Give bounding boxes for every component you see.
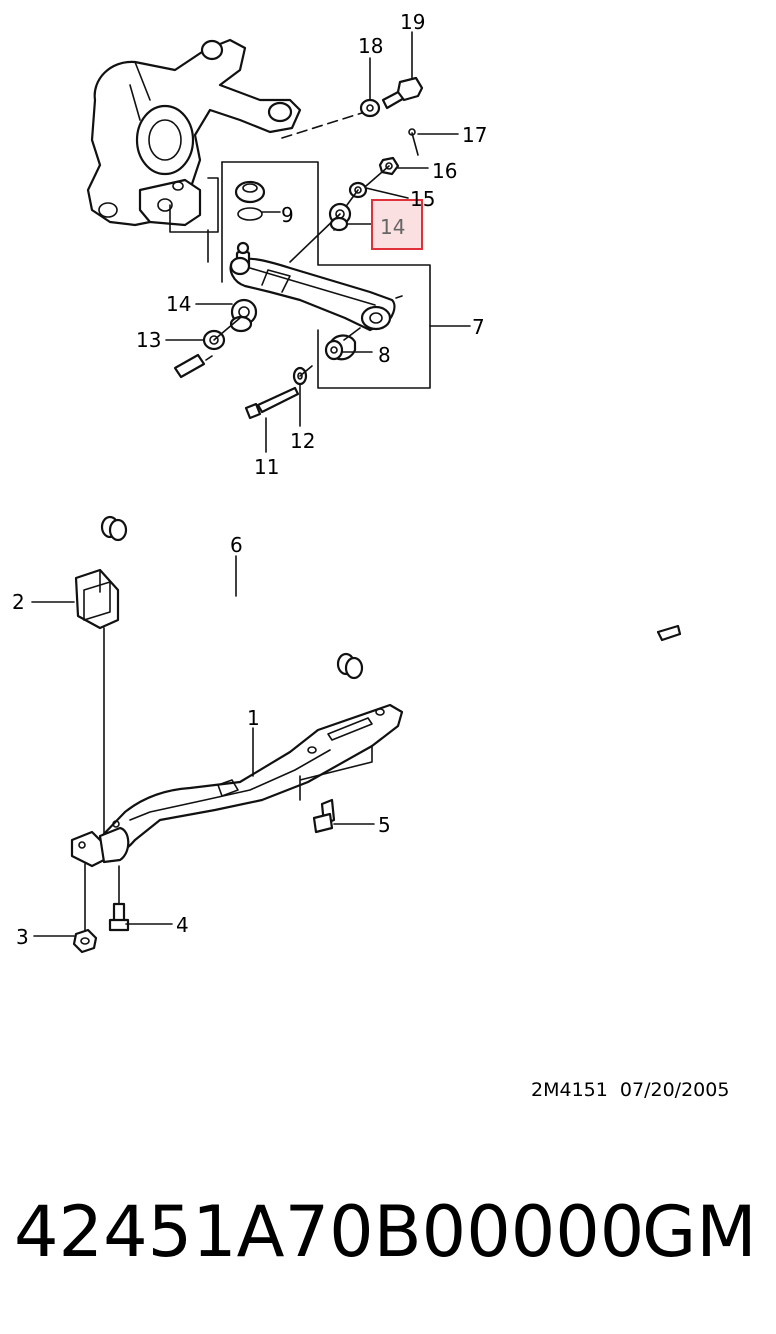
control-arm-box bbox=[221, 161, 431, 389]
bushing-14-lower bbox=[229, 298, 258, 333]
bolt-5 bbox=[312, 798, 336, 834]
nut-3 bbox=[72, 928, 98, 954]
callout-18[interactable]: 18 bbox=[358, 34, 383, 58]
callout-5[interactable]: 5 bbox=[378, 813, 391, 837]
washer-18 bbox=[359, 98, 381, 118]
callout-16[interactable]: 16 bbox=[432, 159, 457, 183]
callout-15[interactable]: 15 bbox=[410, 187, 435, 211]
leader-lines bbox=[31, 31, 471, 937]
callout-11[interactable]: 11 bbox=[254, 455, 279, 479]
bolt-19 bbox=[381, 76, 424, 110]
cotter-pin-17 bbox=[408, 128, 419, 156]
bushing-8 bbox=[324, 334, 357, 361]
callout-4[interactable]: 4 bbox=[176, 913, 189, 937]
highlight-box bbox=[371, 199, 423, 250]
callout-3[interactable]: 3 bbox=[16, 925, 29, 949]
callout-labels: 19 18 17 16 15 14 9 14 13 8 7 11 12 6 2 … bbox=[12, 10, 487, 949]
stabilizer-bushing-2 bbox=[74, 568, 120, 630]
bolt-4 bbox=[108, 902, 130, 932]
brand-label: GM bbox=[642, 1191, 757, 1273]
callout-9[interactable]: 9 bbox=[281, 203, 294, 227]
diagram-caption: 2M4151 07/20/2005 bbox=[531, 1079, 729, 1101]
callout-14[interactable]: 14 bbox=[166, 292, 191, 316]
callout-17[interactable]: 17 bbox=[462, 123, 487, 147]
steering-knuckle bbox=[86, 38, 302, 227]
callout-12[interactable]: 12 bbox=[290, 429, 315, 453]
callout-6[interactable]: 6 bbox=[230, 533, 243, 557]
callout-7[interactable]: 7 bbox=[472, 315, 485, 339]
subframe-crossmember-1 bbox=[70, 703, 404, 868]
callout-2[interactable]: 2 bbox=[12, 590, 25, 614]
bushing-14-upper bbox=[328, 202, 352, 232]
callout-13[interactable]: 13 bbox=[136, 328, 161, 352]
callout-14-highlighted[interactable]: 14 bbox=[380, 215, 405, 239]
stabilizer-bar bbox=[67, 353, 682, 685]
part-number: 42451A70B00000 bbox=[14, 1191, 644, 1273]
bolt-11 bbox=[244, 386, 300, 420]
callout-8[interactable]: 8 bbox=[378, 343, 391, 367]
lower-control-arm bbox=[229, 257, 403, 332]
callout-19[interactable]: 19 bbox=[400, 10, 425, 34]
ball-joint bbox=[229, 241, 251, 276]
part-9-boot bbox=[234, 180, 266, 221]
callout-1[interactable]: 1 bbox=[247, 706, 260, 730]
